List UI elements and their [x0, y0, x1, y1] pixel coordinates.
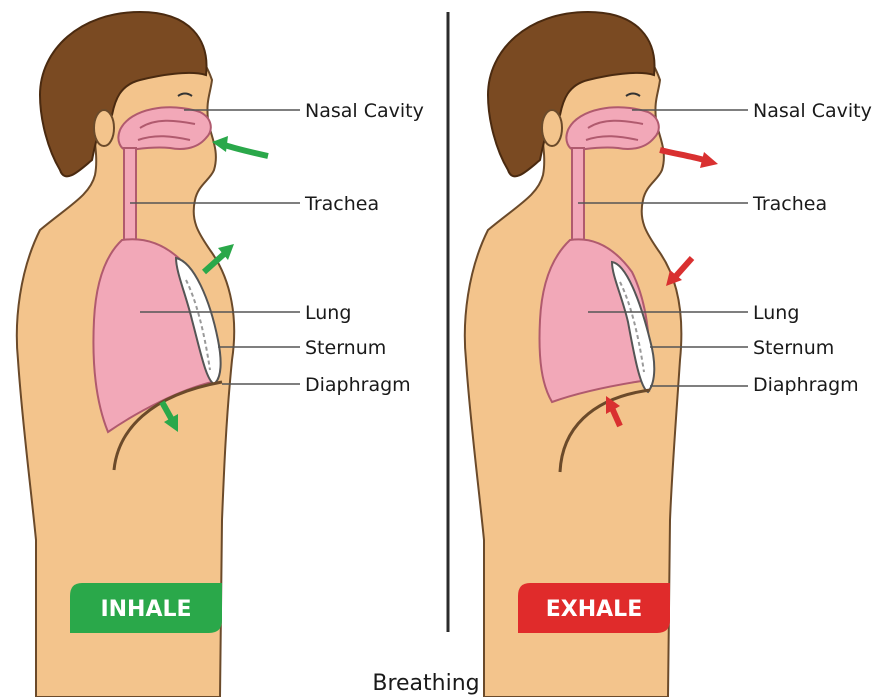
inhale-ear — [94, 110, 114, 146]
inhale-trachea — [124, 148, 136, 250]
exhale-label-nasal-cavity: Nasal Cavity — [753, 100, 872, 122]
diagram-caption: Breathing — [372, 671, 479, 696]
inhale-label-lung: Lung — [305, 302, 351, 324]
inhale-label-trachea: Trachea — [304, 193, 379, 215]
exhale-label-lung: Lung — [753, 302, 799, 324]
inhale-label-nasal-cavity: Nasal Cavity — [305, 100, 424, 122]
exhale-ear — [542, 110, 562, 146]
exhale-label-diaphragm: Diaphragm — [753, 374, 859, 396]
inhale-badge: INHALE — [70, 583, 222, 633]
inhale-nose-arrow — [222, 144, 268, 156]
exhale-trachea — [572, 148, 584, 250]
exhale-label-sternum: Sternum — [753, 337, 834, 359]
exhale-chest-arrow — [676, 258, 692, 276]
exhale-nose-arrow — [660, 150, 704, 160]
exhale-badge: EXHALE — [518, 583, 670, 633]
inhale-panel: Nasal Cavity Trachea Lung Sternum Diaphr… — [17, 12, 424, 697]
exhale-panel: Nasal Cavity Trachea Lung Sternum Diaphr… — [465, 12, 872, 697]
inhale-label-diaphragm: Diaphragm — [305, 374, 411, 396]
inhale-label-sternum: Sternum — [305, 337, 386, 359]
exhale-label-trachea: Trachea — [752, 193, 827, 215]
exhale-badge-label: EXHALE — [546, 597, 642, 622]
inhale-badge-label: INHALE — [100, 597, 191, 622]
